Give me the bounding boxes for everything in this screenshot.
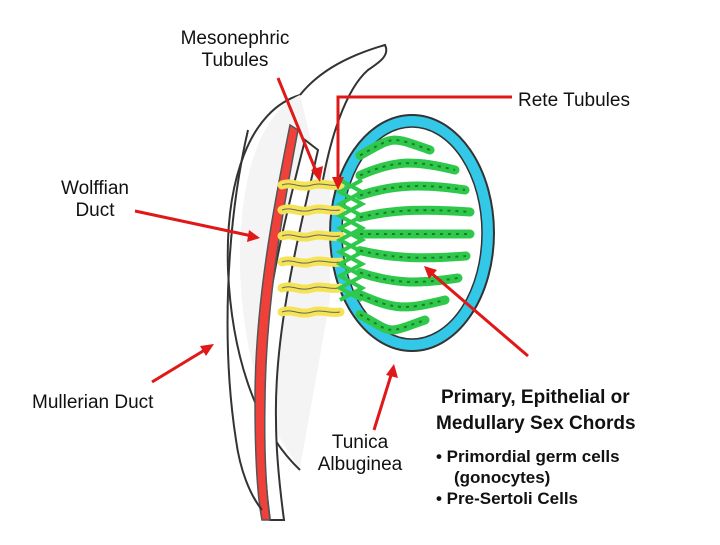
arrow-tunica xyxy=(372,371,394,431)
arrowhead-mesonephric xyxy=(311,166,323,182)
sex-chord-beads xyxy=(359,162,456,177)
sex-chord-beads xyxy=(359,209,471,219)
label-cell-bullets: • Primordial germ cells (gonocytes) • Pr… xyxy=(436,446,706,509)
arrowhead-mullerian xyxy=(200,344,214,356)
label-wolffian-line1: Wolffian xyxy=(61,178,129,199)
yellow-tubule-outline xyxy=(281,286,341,290)
bullet-pre-sertoli-cells: • Pre-Sertoli Cells xyxy=(436,489,579,508)
label-sex-chords: Primary, Epithelial or Medullary Sex Cho… xyxy=(436,385,706,437)
label-mesonephric-tubules: Mesonephric Tubules xyxy=(150,28,320,72)
sex-chord-beads xyxy=(359,271,459,283)
rete-network xyxy=(335,178,367,302)
arrow-rete xyxy=(336,95,512,180)
inner-duct-left xyxy=(226,129,263,511)
label-rete-tubules: Rete Tubules xyxy=(518,90,630,111)
yellow-tubule-outline xyxy=(281,260,341,264)
label-wolffian-duct: Wolffian Duct xyxy=(40,178,150,222)
label-tunica-line2: Albuginea xyxy=(317,454,403,475)
label-chords-line1: Primary, Epithelial or xyxy=(441,387,630,408)
sex-chord xyxy=(355,246,471,263)
arrowhead-tunica xyxy=(386,364,398,378)
bullet-primordial-germ-cells: • Primordial germ cells xyxy=(436,447,620,466)
label-tunica-albuginea: Tunica Albuginea xyxy=(295,432,425,476)
yellow-tubules xyxy=(277,179,345,318)
wolffian-duct-top xyxy=(299,43,388,186)
sex-chord-beads xyxy=(359,313,426,331)
label-mesonephric-line1: Mesonephric xyxy=(180,28,290,49)
arrowhead-chords xyxy=(424,266,437,279)
yellow-tubule-outline xyxy=(281,310,341,314)
sex-chords xyxy=(355,135,475,335)
arrowhead-wolffian xyxy=(247,230,260,242)
label-chords-line2: Medullary Sex Chords xyxy=(436,413,636,434)
rete-zigzag-right xyxy=(335,178,367,302)
yellow-tubule-outline xyxy=(281,234,341,238)
arrowhead-rete xyxy=(332,177,344,190)
sex-chord xyxy=(355,181,470,200)
yellow-tubule-outline xyxy=(281,208,341,212)
arrows xyxy=(134,77,529,431)
arrow-wolffian xyxy=(134,209,253,238)
mullerian-duct xyxy=(254,123,299,521)
bullet-gonocytes: (gonocytes) xyxy=(454,468,551,487)
label-mesonephric-line2: Tubules xyxy=(201,50,269,71)
yellow-tubule-outline xyxy=(281,183,341,187)
label-mullerian-duct: Mullerian Duct xyxy=(32,392,154,413)
arrow-chords xyxy=(429,270,529,358)
rete-zigzag-left xyxy=(335,178,367,302)
sex-chord-beads xyxy=(359,139,431,157)
arrow-mullerian xyxy=(151,346,209,384)
label-wolffian-line2: Duct xyxy=(75,200,115,221)
arrow-mesonephric xyxy=(276,77,320,177)
sex-chord-beads xyxy=(359,293,446,308)
label-tunica-line1: Tunica xyxy=(331,432,389,453)
